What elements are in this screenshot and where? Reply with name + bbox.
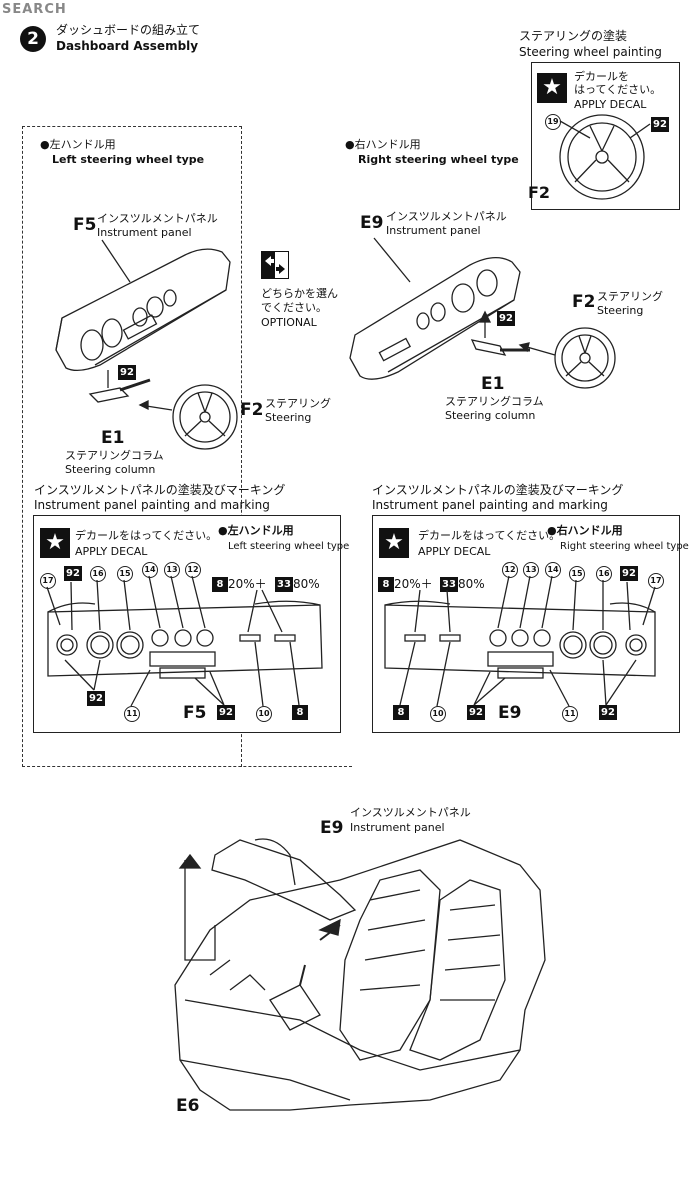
- pr-bot-92: 92: [467, 705, 485, 720]
- pr-top-12: 12: [502, 562, 518, 578]
- left-option-frame-bottom: [22, 766, 352, 767]
- pl-bot-92b: 92: [217, 705, 235, 720]
- steering-paint-title-jp: ステアリングの塗装: [519, 29, 628, 43]
- decal-star-icon: ★: [537, 73, 567, 103]
- left-panel-part: F5: [73, 215, 97, 235]
- paint-left-decal-jp: デカールをはってください。: [75, 529, 218, 542]
- left-steering-jp: ステアリング: [265, 397, 331, 410]
- pl-bot-11: 11: [124, 706, 140, 722]
- watermark: SEARCH: [2, 2, 67, 17]
- left-steering-en: Steering: [265, 411, 312, 424]
- paint-left-title-en: Instrument panel painting and marking: [34, 498, 270, 512]
- paint-left-title-jp: インスツルメントパネルの塗装及びマーキング: [34, 483, 286, 497]
- right-column-en: Steering column: [445, 409, 536, 422]
- paint-right-part: E9: [498, 703, 522, 723]
- paint-left-pct-1: 20%＋: [228, 577, 267, 591]
- pr-bot-10: 10: [430, 706, 446, 722]
- left-type-jp: ●左ハンドル用: [40, 138, 116, 151]
- pl-bot-8: 8: [292, 705, 308, 720]
- pr-top-17: 17: [648, 573, 664, 589]
- paint-left-decal-en: APPLY DECAL: [75, 545, 148, 558]
- part-f2-label: F2: [528, 183, 551, 202]
- paint-left-part: F5: [183, 703, 207, 723]
- left-column-en: Steering column: [65, 463, 156, 476]
- right-column-part: E1: [481, 374, 505, 394]
- paint-right-color-2: 33: [440, 577, 458, 592]
- steering-paint-title-en: Steering wheel painting: [519, 45, 662, 59]
- paint-left-color-1: 8: [212, 577, 228, 592]
- right-steering-jp: ステアリング: [597, 290, 663, 303]
- steering-decal-jp: デカールを はってください。: [574, 70, 662, 96]
- step-number: 2: [27, 29, 39, 49]
- right-steering-part: F2: [572, 292, 596, 312]
- paint-right-title-en: Instrument panel painting and marking: [372, 498, 608, 512]
- pr-top-16: 16: [596, 566, 612, 582]
- left-option-frame: [22, 126, 242, 767]
- pr-bot-92b: 92: [599, 705, 617, 720]
- step-title-en: Dashboard Assembly: [56, 39, 199, 53]
- right-panel-en: Instrument panel: [386, 224, 481, 237]
- left-column-part: E1: [101, 428, 125, 448]
- decal-number-square: 92: [651, 117, 669, 132]
- pl-bot-92: 92: [87, 691, 105, 706]
- paint-right-type-en: Right steering wheel type: [560, 541, 689, 552]
- paint-right-decal-en: APPLY DECAL: [418, 545, 491, 558]
- pl-top-13: 13: [164, 562, 180, 578]
- bottom-body-part: E6: [176, 1096, 200, 1116]
- paint-right-pct-1: 20%＋: [394, 577, 433, 591]
- pl-top-15: 15: [117, 566, 133, 582]
- right-type-jp: ●右ハンドル用: [345, 138, 421, 151]
- pr-bot-8: 8: [393, 705, 409, 720]
- step-title-jp: ダッシュボードの組み立て: [56, 23, 201, 37]
- right-panel-part: E9: [360, 213, 384, 233]
- paint-right-decal-jp: デカールをはってください。: [418, 529, 561, 542]
- bottom-panel-jp: インスツルメントパネル: [350, 806, 471, 819]
- left-type-en: Left steering wheel type: [52, 153, 205, 166]
- paint-left-color-2: 33: [275, 577, 293, 592]
- pr-top-13: 13: [523, 562, 539, 578]
- paint-right-pct-2: 80%: [458, 577, 485, 591]
- pl-top-12: 12: [185, 562, 201, 578]
- optional-en: OPTIONAL: [261, 316, 317, 329]
- step-number-badge: 2: [20, 26, 46, 52]
- optional-jp-2: でください。: [261, 301, 327, 314]
- paint-right-type-jp: ●右ハンドル用: [547, 524, 623, 537]
- right-type-en: Right steering wheel type: [358, 153, 519, 166]
- pl-top-92: 92: [64, 566, 82, 581]
- left-column-jp: ステアリングコラム: [65, 449, 164, 462]
- optional-arrows-icon: [261, 251, 289, 279]
- pr-top-14: 14: [545, 562, 561, 578]
- left-steering-part: F2: [240, 400, 264, 420]
- bottom-panel-part: E9: [320, 818, 344, 838]
- pr-bot-11: 11: [562, 706, 578, 722]
- left-panel-jp: インスツルメントパネル: [97, 212, 218, 225]
- paint-right-title-jp: インスツルメントパネルの塗装及びマーキング: [372, 483, 624, 497]
- optional-jp-1: どちらかを選ん: [261, 287, 338, 300]
- bottom-panel-en: Instrument panel: [350, 821, 445, 834]
- paint-left-type-en: Left steering wheel type: [228, 541, 350, 552]
- right-column-jp: ステアリングコラム: [445, 395, 544, 408]
- pl-bot-10: 10: [256, 706, 272, 722]
- paint-right-color-1: 8: [378, 577, 394, 592]
- left-panel-en: Instrument panel: [97, 226, 192, 239]
- left-decal-92: 92: [118, 365, 136, 380]
- pl-top-14: 14: [142, 562, 158, 578]
- right-steering-en: Steering: [597, 304, 644, 317]
- right-panel-jp: インスツルメントパネル: [386, 210, 507, 223]
- paint-right-star-icon: ★: [379, 528, 409, 558]
- pl-top-17: 17: [40, 573, 56, 589]
- pl-top-16: 16: [90, 566, 106, 582]
- paint-left-pct-2: 80%: [293, 577, 320, 591]
- right-decal-92: 92: [497, 311, 515, 326]
- pr-top-15: 15: [569, 566, 585, 582]
- paint-left-star-icon: ★: [40, 528, 70, 558]
- watermark-text: SEARCH: [2, 2, 67, 17]
- paint-left-type-jp: ●左ハンドル用: [218, 524, 294, 537]
- decal-number: 19: [545, 114, 561, 130]
- pr-top-92: 92: [620, 566, 638, 581]
- steering-decal-en: APPLY DECAL: [574, 98, 647, 111]
